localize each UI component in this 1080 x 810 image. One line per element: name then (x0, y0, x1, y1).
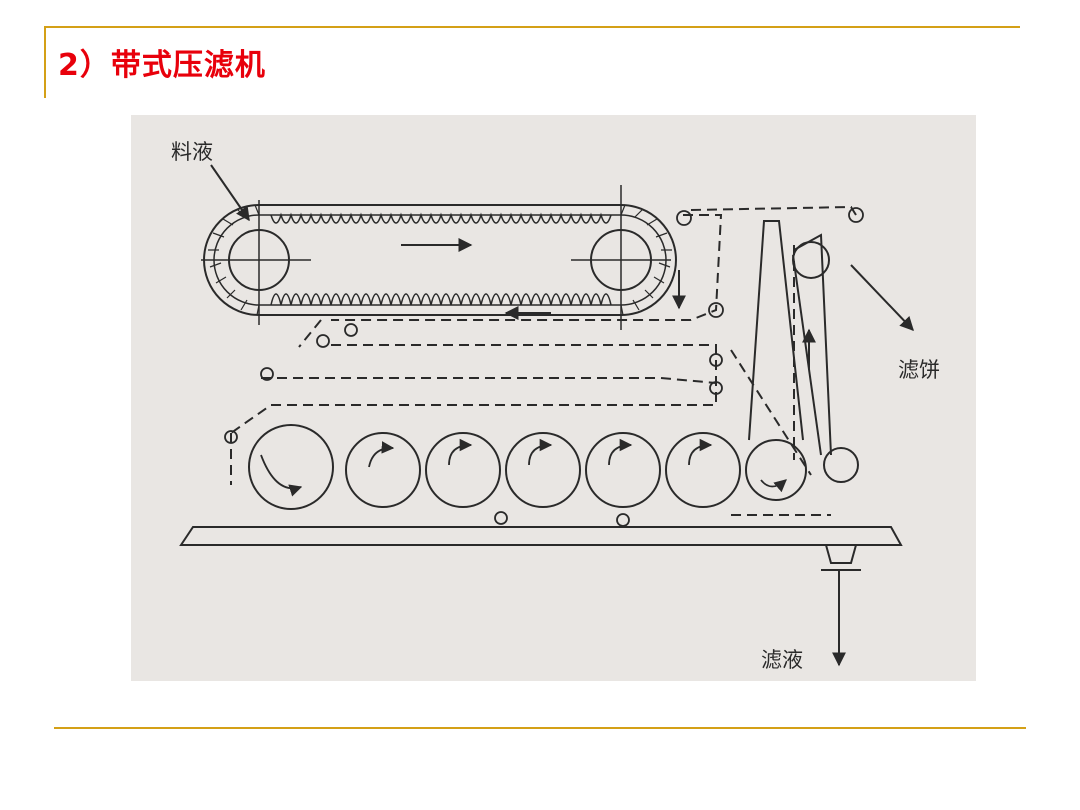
slide-title: 2）带式压滤机 (58, 48, 266, 83)
press-roller (745, 439, 807, 501)
right-drum-ribs (620, 204, 672, 316)
press-roller (345, 432, 421, 508)
base-frame (179, 526, 903, 667)
final-roller (792, 241, 830, 279)
filter-cloth-path (230, 205, 857, 516)
filtrate-label: 滤液 (761, 648, 803, 672)
feed-label: 料液 (171, 140, 213, 164)
roller-rotation-arrows (260, 438, 787, 497)
press-roller (585, 432, 661, 508)
squeeze-section (748, 220, 832, 456)
guide-rollers (224, 207, 864, 527)
bottom-divider (54, 727, 1026, 729)
drum-axes (201, 185, 671, 330)
press-roller-train (248, 424, 859, 510)
top-divider (44, 26, 1020, 28)
gravity-belt-section (201, 185, 686, 330)
cake-label: 滤饼 (898, 358, 940, 382)
lower-belt-teeth (270, 293, 612, 306)
press-roller (823, 447, 859, 483)
title-accent-bar (44, 26, 46, 98)
upper-belt-teeth (270, 212, 612, 224)
feed-arrow (210, 164, 250, 222)
press-roller (425, 432, 501, 508)
cake-arrow (850, 264, 914, 332)
large-press-roller (248, 424, 334, 510)
press-roller (665, 432, 741, 508)
belt-filter-press-figure: 料液 滤饼 滤液 (131, 115, 976, 681)
press-roller (505, 432, 581, 508)
